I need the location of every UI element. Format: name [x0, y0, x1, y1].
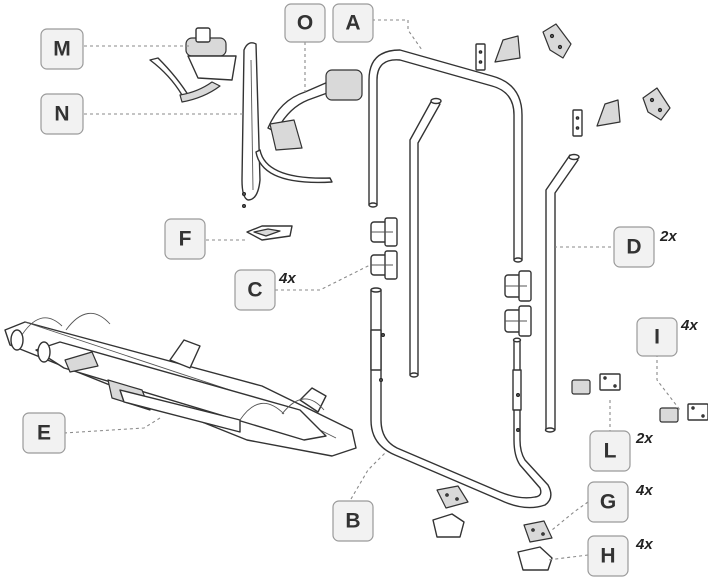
label-d-text: D	[626, 236, 641, 259]
part-b-lower-frame	[370, 287, 552, 509]
label-f: F	[164, 218, 206, 260]
top-mounting-hardware	[475, 23, 671, 137]
label-i-quantity: 4x	[680, 317, 698, 334]
part-a-inner-tube	[409, 97, 442, 378]
label-g-text: G	[600, 491, 616, 514]
part-a-upper-frame	[368, 49, 523, 263]
label-h-text: H	[600, 545, 615, 568]
part-d-side-tube	[544, 153, 580, 433]
label-a: A	[332, 3, 374, 43]
label-f-text: F	[179, 228, 192, 251]
label-a-text: A	[345, 12, 360, 35]
label-c-quantity: 4x	[278, 270, 296, 287]
label-g: G 4x	[587, 481, 653, 523]
part-c-clamps	[370, 217, 532, 337]
label-l-text: L	[604, 440, 617, 463]
part-o-holder-arm	[255, 69, 363, 184]
label-c: C 4x	[234, 269, 296, 311]
label-l-quantity: 2x	[635, 430, 653, 447]
label-c-text: C	[247, 279, 262, 302]
part-i-plates	[599, 373, 708, 421]
part-n-long-strap	[241, 42, 261, 208]
label-l: L 2x	[589, 430, 653, 472]
leader-lines	[63, 19, 681, 561]
label-d: D 2x	[613, 226, 677, 268]
label-e: E	[22, 412, 66, 454]
label-h: H 4x	[587, 535, 653, 577]
label-i-text: I	[654, 326, 660, 349]
part-l-pads	[571, 379, 679, 423]
label-d-quantity: 2x	[659, 228, 677, 245]
part-e-wheel-rails	[4, 313, 357, 457]
part-m-holder-arm	[149, 27, 237, 103]
label-b: B	[332, 500, 374, 542]
label-e-text: E	[37, 422, 51, 445]
label-m-text: M	[53, 38, 71, 61]
label-o-text: O	[297, 12, 313, 35]
label-g-quantity: 4x	[635, 482, 653, 499]
label-b-text: B	[345, 510, 360, 533]
part-g-brackets	[436, 485, 553, 543]
part-f-wheel-holder	[246, 225, 293, 241]
label-m: M	[40, 28, 84, 70]
part-h-caps	[432, 513, 553, 571]
label-n: N	[40, 93, 84, 135]
label-o: O	[284, 3, 326, 43]
label-i: I 4x	[636, 317, 698, 357]
label-n-text: N	[54, 103, 69, 126]
label-h-quantity: 4x	[635, 536, 653, 553]
